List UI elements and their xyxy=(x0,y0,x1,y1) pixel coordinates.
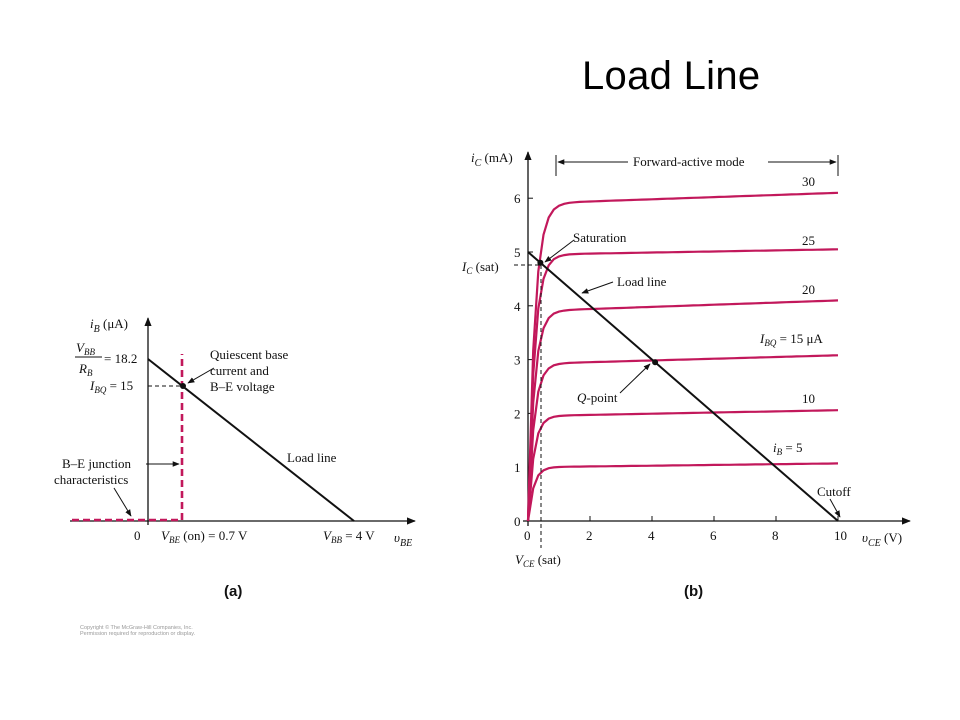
be-junction-curve xyxy=(72,354,184,522)
forward-active-label: Forward-active mode xyxy=(633,154,745,169)
y-tick-label: 2 xyxy=(514,406,521,421)
forward-active-bracket: Forward-active mode xyxy=(555,154,839,176)
curve-label-ib-5: iB = 5 xyxy=(773,440,802,457)
collector-curve-ib-10 xyxy=(526,409,839,522)
saturation-label: Saturation xyxy=(573,230,627,245)
panel-b-q-point xyxy=(652,359,659,366)
panel-b-load-line-label: Load line xyxy=(617,274,667,289)
ibq-label: IBQ = 15 xyxy=(89,378,133,395)
x-tick-label: 0 xyxy=(524,528,531,543)
y-tick-label: 4 xyxy=(514,299,521,314)
x-tick-label: 4 xyxy=(648,528,655,543)
y-tick-label: 6 xyxy=(514,191,521,206)
q-point-label: Q-point xyxy=(577,390,618,405)
svg-text:= 18.2: = 18.2 xyxy=(104,351,137,366)
ic-sat-label: IC (sat) xyxy=(461,259,499,276)
panel-a-caption: (a) xyxy=(224,583,242,600)
panel-a-load-line-label: Load line xyxy=(287,450,337,465)
q-point-pointer xyxy=(619,363,651,394)
panel-a: iB (μA) VBB RB = 18.2 IBQ = 15 Quiescent… xyxy=(54,316,416,600)
svg-text:VBB: VBB xyxy=(76,340,95,357)
saturation-pointer xyxy=(544,239,575,263)
panel-b-caption: (b) xyxy=(684,583,703,600)
x-tick-label: 2 xyxy=(586,528,593,543)
vce-sat-label: VCE (sat) xyxy=(515,552,561,569)
panel-a-origin: 0 xyxy=(134,528,141,543)
load-line-pointer xyxy=(581,281,614,294)
be-junction-pointer-2 xyxy=(113,487,132,517)
vbb-over-rb-label: VBB RB = 18.2 xyxy=(75,340,137,378)
vbb-label: VBB = 4 V xyxy=(323,528,375,545)
copyright-notice: Copyright © The McGraw-Hill Companies, I… xyxy=(80,624,196,637)
x-tick-label: 6 xyxy=(710,528,717,543)
be-junction-label: B–E junction characteristics xyxy=(54,456,134,487)
collector-curves xyxy=(526,191,839,522)
cutoff-label: Cutoff xyxy=(817,484,851,499)
y-tick-label: 1 xyxy=(514,460,521,475)
x-tick-label: 8 xyxy=(772,528,779,543)
curve-label-ib-15: IBQ = 15 μA xyxy=(759,331,823,348)
collector-curve-ib-25 xyxy=(526,248,839,522)
slide-title: Load Line xyxy=(582,54,761,98)
collector-curve-ib-5 xyxy=(526,462,839,522)
saturation-point xyxy=(537,259,544,266)
panel-b-x-axis-label: υCE (V) xyxy=(862,530,902,549)
curve-label-ib-30: 30 xyxy=(802,174,815,189)
curve-label-ib-25: 25 xyxy=(802,233,815,248)
y-tick-label: 5 xyxy=(514,245,521,260)
quiescent-label: Quiescent base current and B–E voltage xyxy=(210,347,292,394)
svg-text:RB: RB xyxy=(78,361,93,378)
y-tick-label: 3 xyxy=(514,353,521,368)
panel-b-load-line xyxy=(527,251,839,522)
panel-a-q-point xyxy=(180,383,186,389)
y-tick-label: 0 xyxy=(514,514,521,529)
panel-b-y-axis-label: iC (mA) xyxy=(471,150,513,169)
vbe-on-label: VBE (on) = 0.7 V xyxy=(161,528,248,545)
cutoff-pointer xyxy=(829,498,841,518)
collector-curve-ib-30 xyxy=(526,191,839,522)
collector-curve-ib-15 xyxy=(526,354,839,522)
panel-a-y-axis-label: iB (μA) xyxy=(90,316,128,335)
quiescent-pointer xyxy=(187,367,215,384)
curve-label-ib-10: 10 xyxy=(802,391,815,406)
collector-curve-ib-20 xyxy=(526,299,839,522)
curve-label-ib-20: 20 xyxy=(802,282,815,297)
panel-a-x-axis-label: υBE xyxy=(394,530,412,549)
x-tick-label: 10 xyxy=(834,528,847,543)
